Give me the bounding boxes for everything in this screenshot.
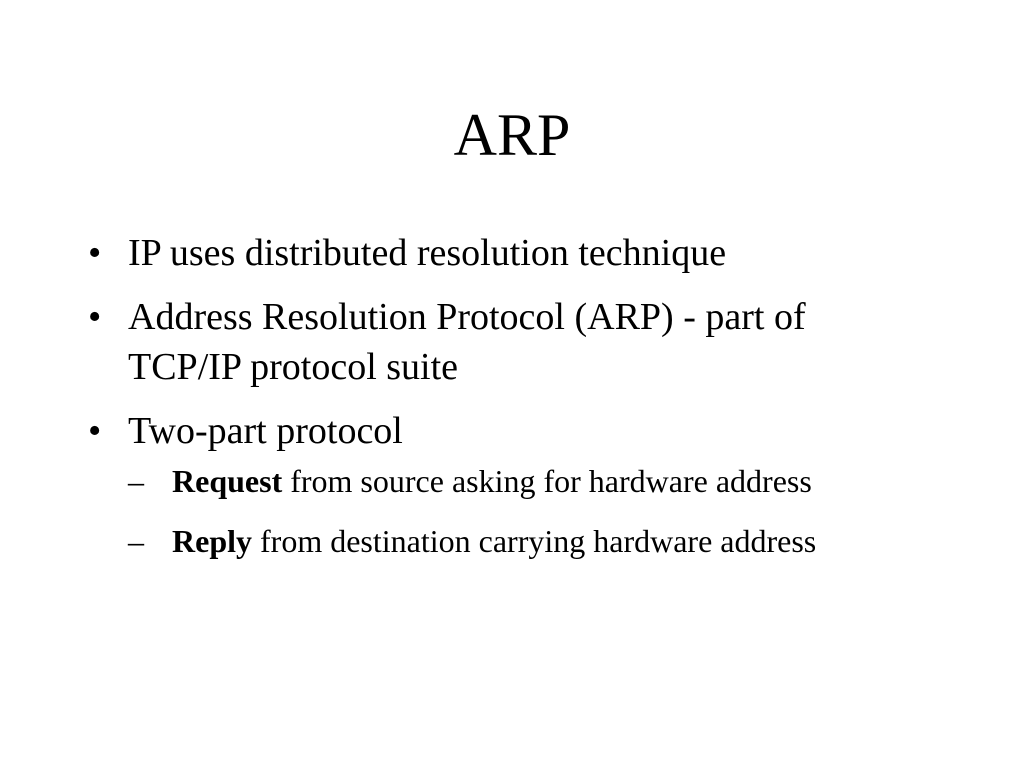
slide-title: ARP bbox=[453, 102, 571, 168]
sub-bullet-list: – Request from source asking for hardwar… bbox=[128, 458, 920, 564]
bullet-text: IP uses distributed resolution technique bbox=[128, 232, 727, 274]
sub-bullet-bold-text: Request bbox=[172, 463, 283, 499]
sub-bullet-text: from destination carrying hardware addre… bbox=[252, 523, 817, 559]
bullet-marker: • bbox=[88, 232, 102, 274]
bullet-marker: • bbox=[88, 410, 102, 452]
bullet-text: Address Resolution Protocol (ARP) - part… bbox=[128, 296, 806, 388]
sub-bullet-item: – Reply from destination carrying hardwa… bbox=[128, 518, 920, 564]
bullet-marker: • bbox=[88, 296, 102, 338]
bullet-item: • Address Resolution Protocol (ARP) - pa… bbox=[80, 292, 920, 392]
bullet-item: • Two-part protocol – Request from sourc… bbox=[80, 406, 920, 564]
bullet-list: • IP uses distributed resolution techniq… bbox=[80, 228, 920, 578]
sub-bullet-text: from source asking for hardware address bbox=[282, 463, 812, 499]
bullet-text: Two-part protocol bbox=[128, 410, 403, 452]
sub-bullet-marker: – bbox=[128, 523, 144, 559]
sub-bullet-marker: – bbox=[128, 463, 144, 499]
bullet-item: • IP uses distributed resolution techniq… bbox=[80, 228, 920, 278]
sub-bullet-item: – Request from source asking for hardwar… bbox=[128, 458, 920, 504]
sub-bullet-bold-text: Reply bbox=[172, 523, 252, 559]
